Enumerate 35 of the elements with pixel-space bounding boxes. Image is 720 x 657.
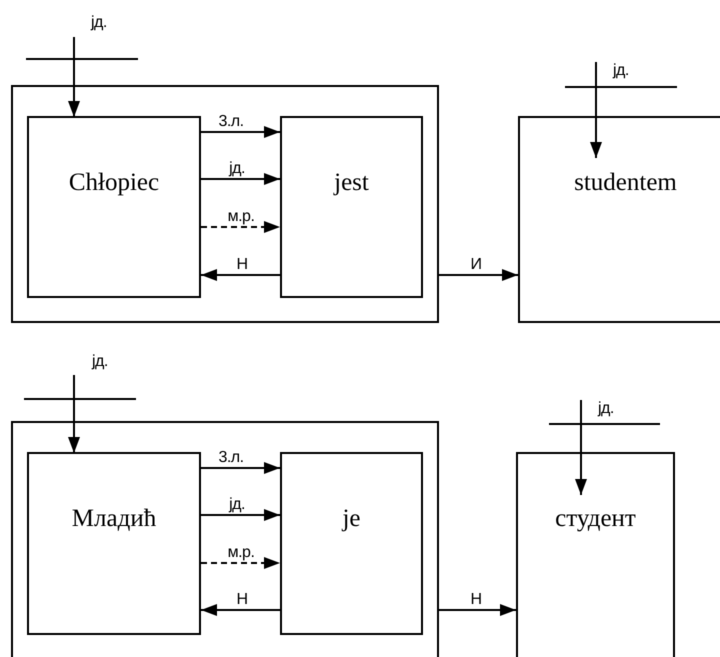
arrow — [201, 173, 280, 185]
edge-label: jд. — [91, 354, 109, 370]
arrow — [590, 62, 602, 158]
word-label: Младић — [72, 506, 156, 531]
edge-label: jд. — [228, 161, 246, 177]
arrow — [201, 604, 280, 616]
arrow — [201, 126, 280, 138]
arrow — [439, 269, 518, 281]
word-label: jest — [334, 170, 369, 195]
edge-label: м.р. — [226, 209, 256, 225]
word-box — [516, 452, 675, 657]
edge-label: jд. — [228, 497, 246, 513]
edge-label: jд. — [90, 15, 108, 31]
edge-label: м.р. — [226, 545, 256, 561]
word-box — [518, 116, 720, 323]
edge-label: jд. — [612, 63, 630, 79]
word-label: Chłopiec — [68, 170, 160, 195]
word-box — [280, 116, 423, 298]
arrow — [68, 375, 80, 453]
arrow — [201, 221, 280, 233]
arrow — [575, 400, 587, 495]
arrow — [201, 509, 280, 521]
arrow — [201, 462, 280, 474]
arrow — [201, 557, 280, 569]
word-label: studentem — [574, 170, 677, 195]
word-label: je — [342, 506, 361, 531]
arrow — [68, 37, 80, 117]
outer-box — [11, 85, 439, 323]
arrow — [439, 604, 516, 616]
word-label: студент — [555, 506, 636, 531]
word-box — [27, 452, 201, 635]
word-box — [27, 116, 201, 298]
edge-label: jд. — [597, 401, 615, 417]
arrow — [201, 269, 280, 281]
word-box — [280, 452, 423, 635]
